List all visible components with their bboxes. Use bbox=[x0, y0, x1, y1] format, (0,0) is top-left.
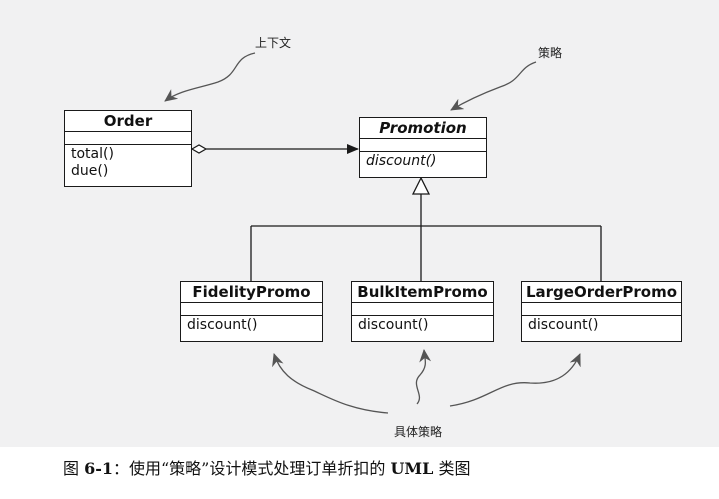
strategy-label: 策略 bbox=[538, 46, 563, 60]
bulkitem-promo-class-name: BulkItemPromo bbox=[352, 282, 493, 303]
concrete-annotation-arrow-right bbox=[449, 353, 581, 407]
largeorder-promo-operations: discount() bbox=[522, 316, 681, 334]
bulkitem-promo-attributes bbox=[352, 303, 493, 316]
caption-text-b: 类图 bbox=[433, 459, 471, 478]
bulkitem-promo-op-discount: discount() bbox=[358, 317, 429, 333]
bulkitem-promo-class: BulkItemPromo discount() bbox=[351, 281, 494, 342]
order-class: Order total() due() bbox=[64, 110, 192, 187]
connector-layer bbox=[164, 52, 602, 414]
fidelity-promo-operations: discount() bbox=[181, 316, 322, 334]
promotion-attributes bbox=[360, 139, 486, 152]
fidelity-promo-class-name: FidelityPromo bbox=[181, 282, 322, 303]
figure-caption: 图 6-1：使用“策略”设计模式处理订单折扣的 UML 类图 bbox=[63, 455, 470, 479]
promotion-class: Promotion discount() bbox=[359, 117, 487, 178]
generalization-triangle bbox=[411, 176, 431, 195]
order-attributes bbox=[65, 132, 191, 145]
promotion-class-name: Promotion bbox=[360, 118, 486, 139]
fidelity-promo-attributes bbox=[181, 303, 322, 316]
context-annotation-arrow bbox=[164, 52, 256, 102]
largeorder-promo-attributes bbox=[522, 303, 681, 316]
uml-diagram: 上下文 策略 具体策略 Order total() due() Promotio… bbox=[0, 0, 719, 447]
order-class-name: Order bbox=[65, 111, 191, 132]
order-operations: total() due() bbox=[65, 145, 191, 180]
fidelity-promo-op-discount: discount() bbox=[187, 317, 258, 333]
largeorder-promo-class-name: LargeOrderPromo bbox=[522, 282, 681, 303]
aggregation-diamond bbox=[190, 144, 208, 154]
context-label: 上下文 bbox=[255, 36, 292, 50]
caption-text-a: ：使用“策略”设计模式处理订单折扣的 bbox=[113, 459, 391, 478]
order-op-due: due() bbox=[71, 163, 109, 179]
largeorder-promo-class: LargeOrderPromo discount() bbox=[521, 281, 682, 342]
concrete-annotation-arrow-left bbox=[272, 353, 389, 414]
largeorder-promo-op-discount: discount() bbox=[528, 317, 599, 333]
promotion-operations: discount() bbox=[360, 152, 486, 170]
concrete-annotation-arrow-middle bbox=[415, 349, 432, 405]
bulkitem-promo-operations: discount() bbox=[352, 316, 493, 334]
order-op-total: total() bbox=[71, 146, 114, 162]
concrete-strategies-label: 具体策略 bbox=[394, 425, 443, 439]
strategy-annotation-arrow bbox=[450, 61, 537, 111]
caption-number: 6-1 bbox=[84, 459, 113, 478]
fidelity-promo-class: FidelityPromo discount() bbox=[180, 281, 323, 342]
promotion-op-discount: discount() bbox=[366, 153, 437, 169]
caption-prefix: 图 bbox=[63, 459, 85, 478]
caption-uml: UML bbox=[390, 459, 434, 478]
